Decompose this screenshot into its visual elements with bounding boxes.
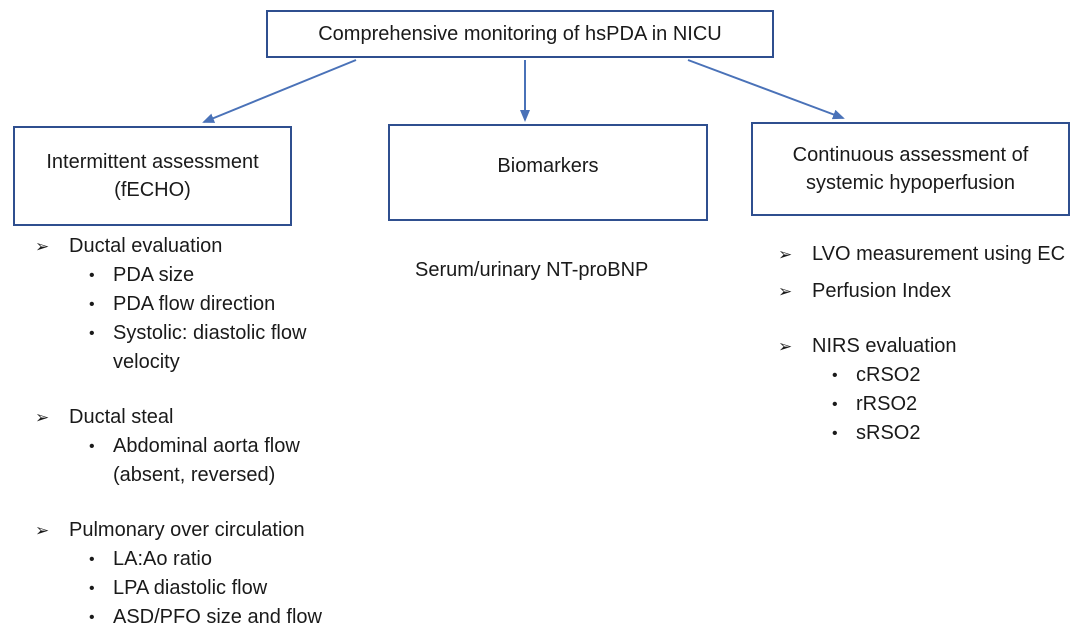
list-item-label: Perfusion Index	[812, 280, 951, 302]
sub-item-label: rRSO2	[856, 393, 918, 415]
list-item-label: Ductal evaluation	[69, 235, 223, 257]
sub-item-label: ASD/PFO size and flow	[113, 606, 322, 628]
list-item: ➢ Perfusion Index	[778, 277, 1084, 306]
list-item-label: Pulmonary over circulation	[69, 519, 305, 541]
list-item-label: LVO measurement using EC	[812, 243, 1066, 265]
dot-bullet-icon: •	[89, 267, 95, 284]
sub-item: • PDA flow direction	[35, 290, 365, 319]
list-item: ➢ Ductal steal	[35, 403, 365, 432]
sub-item: • Systolic: diastolic flow velocity	[35, 319, 365, 377]
sub-item: • ASD/PFO size and flow	[35, 603, 365, 632]
sub-item-label: cRSO2	[856, 364, 921, 386]
list-item: ➢ LVO measurement using EC	[778, 240, 1084, 269]
list-item: ➢ NIRS evaluation	[778, 332, 1084, 361]
sub-item-label: PDA size	[113, 264, 195, 286]
continuous-assessment-box: Continuous assessment of systemic hypope…	[751, 122, 1070, 216]
sub-item-label: Abdominal aorta flow (absent, reversed)	[113, 435, 300, 486]
dot-bullet-icon: •	[89, 296, 95, 313]
arrowhead-bullet-icon: ➢	[35, 521, 50, 540]
list-item-label: NIRS evaluation	[812, 335, 957, 357]
sub-item-label: Systolic: diastolic flow velocity	[113, 322, 307, 373]
sub-item: • LA:Ao ratio	[35, 545, 365, 574]
arrowhead-bullet-icon: ➢	[35, 237, 50, 256]
sub-item-label: PDA flow direction	[113, 293, 276, 315]
dot-bullet-icon: •	[832, 396, 838, 413]
biomarkers-box: Biomarkers	[388, 124, 708, 221]
arrowhead-bullet-icon: ➢	[35, 408, 50, 427]
dot-bullet-icon: •	[89, 551, 95, 568]
sub-item: • LPA diastolic flow	[35, 574, 365, 603]
biomarker-item: Serum/urinary NT-proBNP	[415, 259, 649, 281]
list-item: ➢ Pulmonary over circulation	[35, 516, 365, 545]
arrowhead-bullet-icon: ➢	[778, 282, 793, 301]
hspda-monitoring-title-box: Comprehensive monitoring of hsPDA in NIC…	[266, 10, 774, 58]
arrow-to-intermittent	[202, 59, 357, 123]
sub-item-label: LPA diastolic flow	[113, 577, 268, 599]
dot-bullet-icon: •	[89, 580, 95, 597]
dot-bullet-icon: •	[89, 438, 95, 455]
dot-bullet-icon: •	[89, 325, 95, 342]
arrowhead-bullet-icon: ➢	[778, 245, 793, 264]
arrowhead-bullet-icon: ➢	[778, 337, 793, 356]
dot-bullet-icon: •	[832, 425, 838, 442]
sub-item: • PDA size	[35, 261, 365, 290]
dot-bullet-icon: •	[832, 367, 838, 384]
dot-bullet-icon: •	[89, 609, 95, 626]
intermittent-assessment-box: Intermittent assessment (fECHO)	[13, 126, 292, 226]
sub-item-label: sRSO2	[856, 422, 921, 444]
sub-item: • sRSO2	[778, 419, 1084, 448]
list-item-label: Ductal steal	[69, 406, 174, 428]
continuous-assessment-list: ➢ LVO measurement using EC ➢ Perfusion Ind…	[778, 240, 1084, 448]
sub-item: • rRSO2	[778, 390, 1084, 419]
sub-item: • cRSO2	[778, 361, 1084, 390]
sub-item-label: LA:Ao ratio	[113, 548, 212, 570]
list-item: ➢ Ductal evaluation	[35, 232, 365, 261]
intermittent-assessment-list: ➢ Ductal evaluation • PDA size • PDA flow d…	[35, 232, 365, 632]
sub-item: • Abdominal aorta flow (absent, reversed)	[35, 432, 365, 490]
arrow-to-continuous	[687, 59, 845, 120]
